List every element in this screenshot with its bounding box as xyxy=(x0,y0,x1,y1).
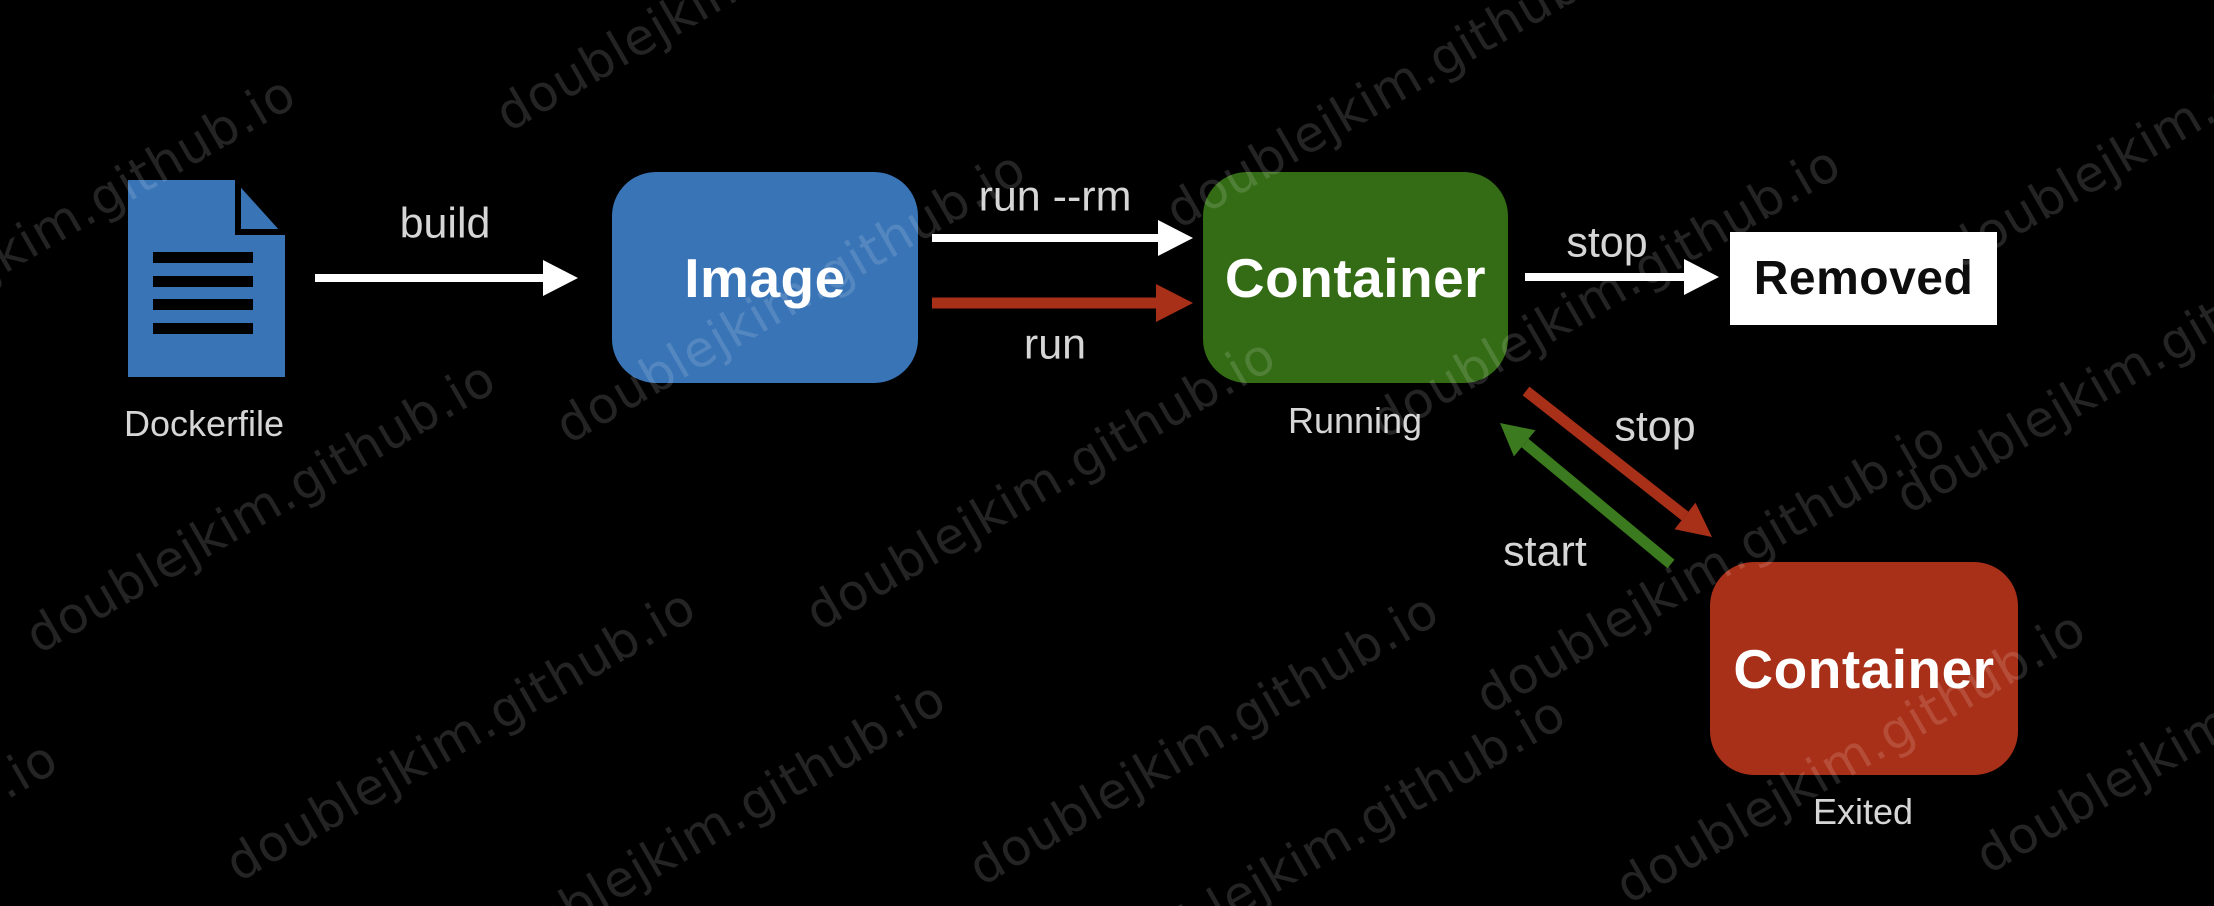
stop-diagonal-arrow xyxy=(1522,386,1712,537)
stop-exited-label: stop xyxy=(1614,402,1696,451)
build-arrow xyxy=(315,260,578,296)
image-node-label: Image xyxy=(684,246,846,309)
container-exited-node-label: Container xyxy=(1733,637,1995,700)
start-label: start xyxy=(1503,527,1587,576)
dockerfile-icon xyxy=(128,180,285,377)
build-label: build xyxy=(399,199,491,248)
removed-node: Removed xyxy=(1730,232,1997,325)
run-rm-label: run --rm xyxy=(978,172,1132,221)
stop-removed-label: stop xyxy=(1566,218,1648,267)
start-diagonal-arrow xyxy=(1500,423,1675,569)
document-fold-corner xyxy=(235,180,285,235)
stop-arrow xyxy=(1525,259,1719,295)
removed-node-label: Removed xyxy=(1753,252,1974,305)
run-arrow xyxy=(932,284,1193,322)
run-rm-arrow xyxy=(932,220,1193,256)
document-text-lines xyxy=(153,252,253,334)
exited-state-label: Exited xyxy=(1812,791,1914,832)
container-running-node-label: Container xyxy=(1224,246,1487,309)
running-state-label: Running xyxy=(1287,400,1423,441)
container-running-node: Container xyxy=(1203,172,1508,383)
run-label: run xyxy=(1023,320,1087,369)
image-node: Image xyxy=(612,172,918,383)
dockerfile-label: Dockerfile xyxy=(123,403,285,444)
container-exited-node: Container xyxy=(1710,562,2018,775)
